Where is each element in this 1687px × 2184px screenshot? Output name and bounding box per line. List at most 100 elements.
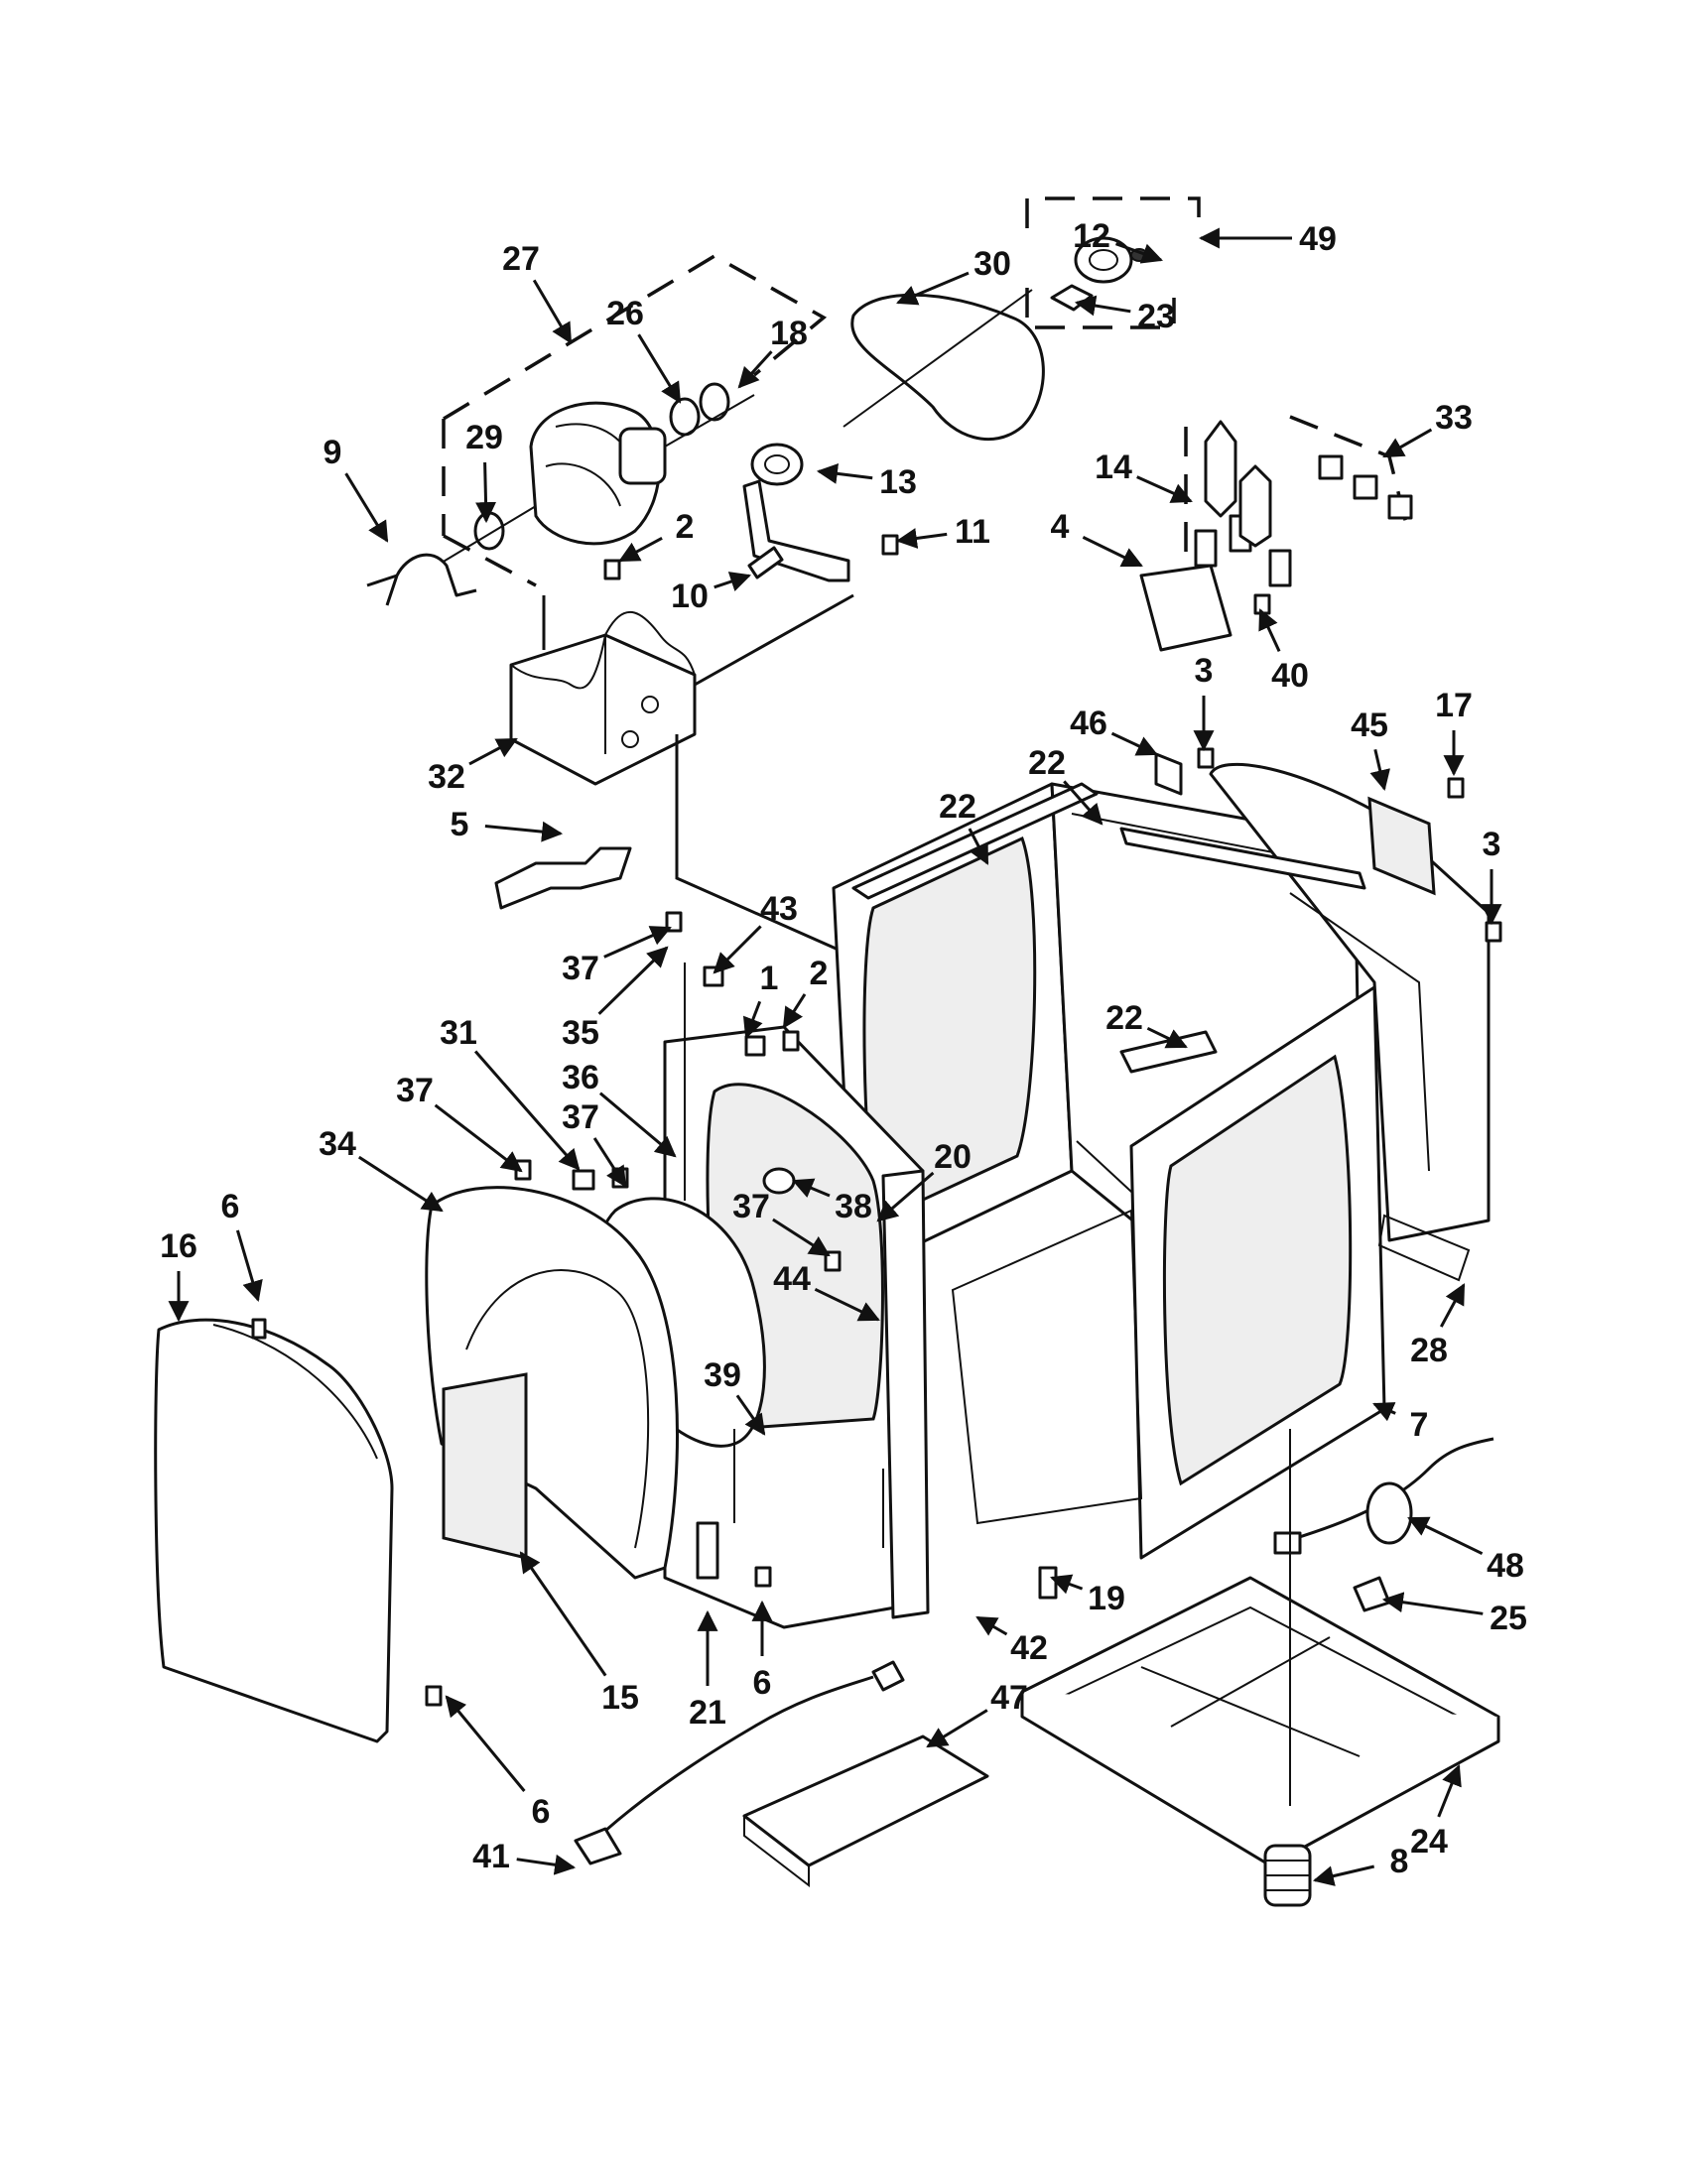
callout-number: 4 xyxy=(1051,508,1070,546)
callout-number: 22 xyxy=(939,788,976,826)
callout-number: 44 xyxy=(773,1260,811,1298)
callout-35: 35 xyxy=(562,946,669,1052)
callout-number: 14 xyxy=(1095,449,1132,486)
callout-leader xyxy=(357,1155,444,1213)
callout-number: 24 xyxy=(1410,1823,1448,1861)
callout-28: 28 xyxy=(1410,1283,1466,1369)
callout-leader xyxy=(782,993,807,1029)
callout-number: 25 xyxy=(1490,1600,1527,1637)
callout-7: 7 xyxy=(1372,1402,1429,1444)
callout-leader xyxy=(1063,780,1103,826)
callout-leader xyxy=(1382,428,1433,458)
callout-leader xyxy=(1407,1516,1484,1556)
callout-23: 23 xyxy=(1074,295,1175,335)
callout-leader xyxy=(876,1171,935,1222)
callout-leader xyxy=(473,1050,581,1171)
callout-number: 19 xyxy=(1088,1580,1125,1617)
callout-number: 7 xyxy=(1410,1406,1429,1444)
callout-3: 3 xyxy=(1193,652,1215,752)
callout-17: 17 xyxy=(1435,687,1473,777)
callout-number: 35 xyxy=(562,1014,599,1052)
callout-number: 5 xyxy=(451,806,469,843)
callout-number: 31 xyxy=(440,1014,477,1052)
callout-14: 14 xyxy=(1095,449,1193,503)
callout-22: 22 xyxy=(939,788,989,865)
callout-11: 11 xyxy=(895,513,990,551)
callout-31: 31 xyxy=(440,1014,581,1171)
callout-leader xyxy=(235,1229,263,1303)
callout-number: 37 xyxy=(732,1188,770,1225)
callout-24: 24 xyxy=(1410,1764,1462,1861)
callout-47: 47 xyxy=(926,1679,1028,1748)
callout-number: 15 xyxy=(601,1679,639,1717)
callout-number: 37 xyxy=(562,1098,599,1136)
callout-number: 16 xyxy=(160,1227,197,1265)
callout-5: 5 xyxy=(451,806,564,843)
callout-37: 37 xyxy=(732,1188,831,1257)
callout-number: 9 xyxy=(324,434,342,471)
harness-clip xyxy=(1353,1576,1391,1612)
callout-number: 3 xyxy=(1195,652,1214,690)
callout-number: 17 xyxy=(1435,687,1473,724)
callout-leader xyxy=(895,528,948,549)
callout-leader xyxy=(637,333,682,404)
door-hinge xyxy=(1154,752,1183,796)
callout-40: 40 xyxy=(1258,608,1309,695)
callout-42: 42 xyxy=(975,1615,1048,1667)
callout-number: 40 xyxy=(1271,657,1309,695)
callout-leader xyxy=(735,1394,766,1436)
callout-leader xyxy=(1110,731,1158,756)
callout-number: 28 xyxy=(1410,1332,1448,1369)
callout-leader xyxy=(592,1137,627,1188)
callout-leader xyxy=(445,1695,526,1792)
callout-leader xyxy=(597,946,669,1015)
motor-harness xyxy=(494,846,632,910)
callout-21: 21 xyxy=(689,1609,726,1732)
callout-leader xyxy=(1439,1283,1466,1328)
callout-number: 32 xyxy=(428,758,465,796)
callout-number: 22 xyxy=(1028,744,1066,782)
callout-2: 2 xyxy=(782,955,829,1029)
callout-36: 36 xyxy=(562,1059,677,1158)
callout-number: 46 xyxy=(1070,705,1107,742)
callout-15: 15 xyxy=(519,1551,639,1717)
callout-leader xyxy=(519,1551,607,1677)
callout-leader xyxy=(598,1092,677,1158)
drive-motor xyxy=(436,382,755,567)
callout-37: 37 xyxy=(562,1098,627,1188)
callout-number: 6 xyxy=(221,1188,240,1225)
callout-leader xyxy=(737,350,773,389)
callout-number: 37 xyxy=(396,1072,434,1109)
callout-leader xyxy=(816,462,873,484)
callout-number: 1 xyxy=(760,960,779,997)
callout-45: 45 xyxy=(1351,707,1390,792)
idler-pulley xyxy=(1050,236,1148,312)
terminal-cord xyxy=(1273,1437,1494,1555)
motor-strap xyxy=(366,553,477,606)
callout-number: 21 xyxy=(689,1694,726,1732)
callout-leader xyxy=(468,737,518,766)
callout-number: 20 xyxy=(934,1138,972,1176)
callout-number: 27 xyxy=(502,240,540,278)
callout-12: 12 xyxy=(1073,217,1163,264)
callout-leader xyxy=(814,1287,880,1322)
callout-number: 26 xyxy=(606,295,644,332)
callout-26: 26 xyxy=(606,295,682,404)
callout-number: 2 xyxy=(810,955,829,992)
drive-belt xyxy=(850,293,1045,442)
callout-leader xyxy=(434,1103,523,1173)
callout-leader xyxy=(1369,748,1390,792)
callout-37: 37 xyxy=(562,926,672,987)
callout-leader xyxy=(1372,1402,1396,1422)
callout-number: 47 xyxy=(990,1679,1028,1717)
callout-number: 49 xyxy=(1299,220,1337,258)
callout-6: 6 xyxy=(221,1188,263,1303)
callout-22: 22 xyxy=(1028,744,1103,826)
callout-leader xyxy=(516,1854,577,1875)
callout-18: 18 xyxy=(737,315,808,389)
callout-48: 48 xyxy=(1407,1516,1524,1585)
callout-number: 39 xyxy=(704,1356,741,1394)
callout-33: 33 xyxy=(1382,399,1473,458)
callout-leader xyxy=(603,926,672,959)
motor-group-bracket xyxy=(443,253,828,421)
